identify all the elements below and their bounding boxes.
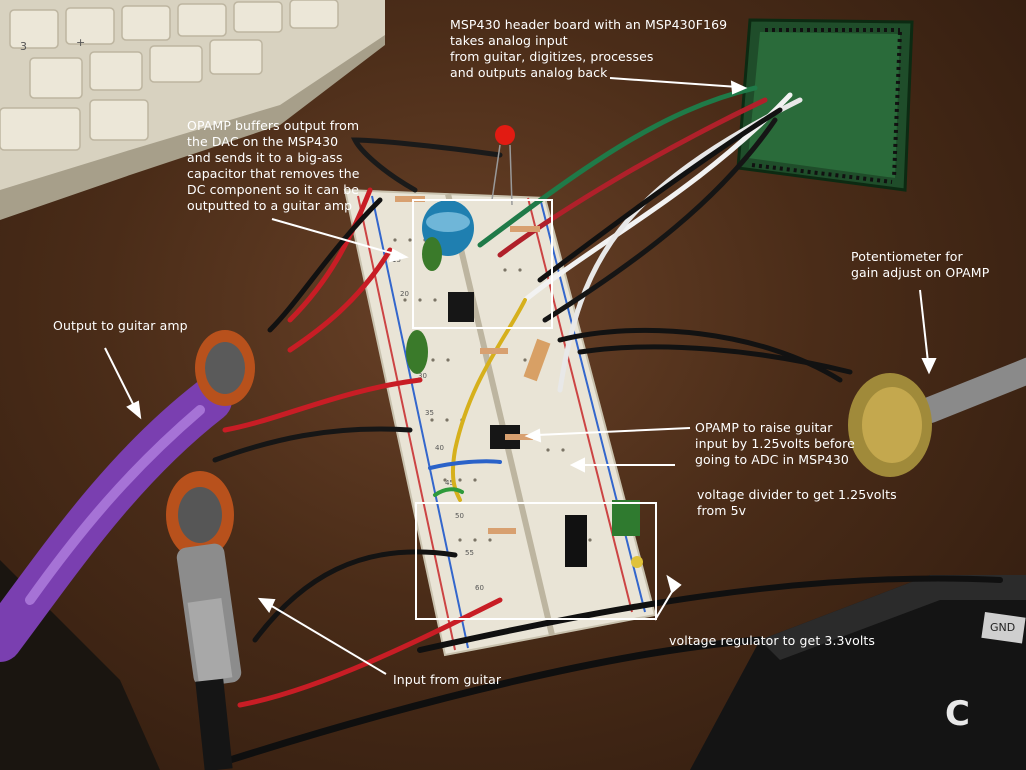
row-number: 50 <box>455 512 464 520</box>
msp430-header-annotation: MSP430 header board with an MSP430F169 t… <box>450 17 728 80</box>
input-guitar-annotation: Input from guitar <box>393 672 502 687</box>
msp430-board <box>736 18 914 192</box>
brand-logo-letter: C <box>945 694 970 734</box>
gnd-label: GND <box>990 621 1015 634</box>
row-number: 45 <box>445 479 454 487</box>
row-number: 60 <box>475 584 484 592</box>
power-supply-box: GND C <box>690 575 1026 770</box>
output-guitar-amp-annotation: Output to guitar amp <box>53 318 188 333</box>
row-number: 55 <box>465 549 474 557</box>
audio-jacks <box>0 330 255 770</box>
row-number: 20 <box>400 290 409 298</box>
keyboard: 3 + <box>0 0 385 220</box>
components <box>395 125 643 568</box>
row-number: 35 <box>425 409 434 417</box>
annotation-arrows <box>104 77 937 675</box>
opamp-buffer-box <box>412 199 553 329</box>
potentiometer <box>848 357 1026 477</box>
opamp-raise-annotation: OPAMP to raise guitar input by 1.25volts… <box>695 420 855 467</box>
keyboard-key-legend-3: 3 <box>20 40 27 53</box>
keyboard-key-legend-plus: + <box>76 36 85 49</box>
voltage-divider-annotation: voltage divider to get 1.25volts from 5v <box>697 487 897 518</box>
potentiometer-annotation: Potentiometer for gain adjust on OPAMP <box>851 249 990 280</box>
voltage-regulator-annotation: voltage regulator to get 3.3volts <box>669 633 876 648</box>
regulator-box <box>415 502 657 620</box>
wires <box>212 85 1003 764</box>
row-number: 30 <box>418 372 427 380</box>
row-number: 40 <box>435 444 444 452</box>
highlight-boxes <box>412 199 657 620</box>
opamp-buffer-annotation: OPAMP buffers output from the DAC on the… <box>187 118 360 213</box>
